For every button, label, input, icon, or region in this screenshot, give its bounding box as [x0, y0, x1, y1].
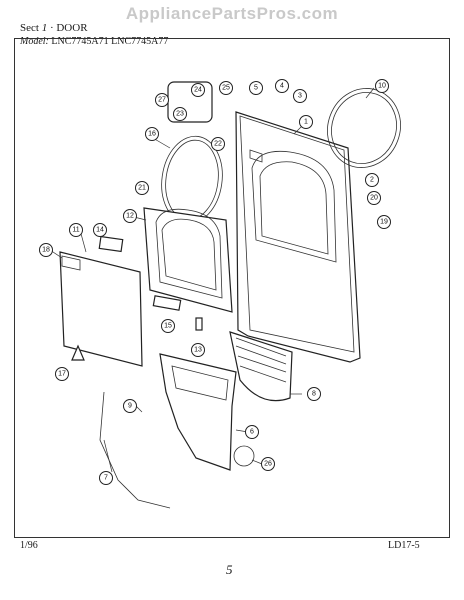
svg-text:17: 17	[58, 371, 66, 378]
svg-text:15: 15	[164, 323, 172, 330]
section-header: Sect 1 · DOOR	[20, 22, 88, 34]
svg-text:9: 9	[128, 403, 132, 410]
callout-6: 6	[245, 425, 259, 439]
callout-12: 12	[123, 209, 137, 223]
model-label: Model:	[20, 36, 49, 47]
filter-mesh	[235, 337, 287, 383]
door-panel-part	[235, 111, 361, 363]
model-numbers: LNC7745A71 LNC7745A77	[51, 36, 169, 47]
callout-14: 14	[93, 223, 107, 237]
sect-title: · DOOR	[49, 22, 88, 34]
diagram-frame	[14, 38, 450, 538]
door-bumper-part	[71, 344, 85, 361]
model-header: Model: LNC7745A71 LNC7745A77	[20, 36, 168, 47]
svg-text:2: 2	[370, 177, 374, 184]
door-trim-part	[98, 235, 124, 253]
svg-text:4: 4	[280, 83, 284, 90]
sect-value: 1	[41, 22, 48, 34]
svg-text:21: 21	[138, 185, 146, 192]
callout-4: 4	[275, 79, 289, 93]
callout-5: 5	[249, 81, 263, 95]
filter-housing-part	[159, 353, 237, 471]
svg-text:14: 14	[96, 227, 104, 234]
svg-text:27: 27	[158, 97, 166, 104]
svg-text:22: 22	[214, 141, 222, 148]
callout-15: 15	[161, 319, 175, 333]
callout-3: 3	[293, 89, 307, 103]
door-catch-part	[195, 317, 203, 331]
callout-25: 25	[219, 81, 233, 95]
svg-text:6: 6	[250, 429, 254, 436]
callout-7: 7	[99, 471, 113, 485]
svg-text:23: 23	[176, 111, 184, 118]
svg-text:11: 11	[72, 227, 79, 234]
svg-text:25: 25	[222, 85, 230, 92]
svg-text:7: 7	[104, 475, 108, 482]
callout-24: 24	[191, 83, 205, 97]
callout-22: 22	[211, 137, 225, 151]
callout-18: 18	[39, 243, 53, 257]
svg-text:24: 24	[194, 87, 202, 94]
svg-text:8: 8	[312, 391, 316, 398]
callout-9: 9	[123, 399, 137, 413]
callout-2: 2	[365, 173, 379, 187]
svg-text:18: 18	[42, 247, 50, 254]
svg-text:16: 16	[148, 131, 156, 138]
callout-16: 16	[145, 127, 159, 141]
svg-text:1: 1	[304, 119, 308, 126]
callout-13: 13	[191, 343, 205, 357]
callout-21: 21	[135, 181, 149, 195]
svg-text:26: 26	[264, 461, 272, 468]
callout-17: 17	[55, 367, 69, 381]
sect-label: Sect	[20, 22, 39, 34]
page-mark: 5	[226, 562, 233, 577]
callout-23: 23	[173, 107, 187, 121]
footer-code: LD17-5	[388, 540, 420, 551]
callout-10: 10	[375, 79, 389, 93]
watermark: AppliancePartsPros.com	[125, 4, 339, 23]
footer-date: 1/96	[20, 540, 38, 551]
callout-11: 11	[69, 223, 83, 237]
svg-text:12: 12	[126, 213, 134, 220]
door-wire-part	[99, 391, 171, 509]
inner-door-frame-part	[143, 207, 233, 313]
svg-text:19: 19	[380, 219, 388, 226]
callout-27: 27	[155, 93, 169, 107]
callout-1: 1	[299, 115, 313, 129]
svg-text:3: 3	[298, 93, 302, 100]
callout-20: 20	[367, 191, 381, 205]
outer-door-panel-part	[59, 251, 143, 367]
callout-26: 26	[261, 457, 275, 471]
callout-8: 8	[307, 387, 321, 401]
svg-text:20: 20	[370, 195, 378, 202]
handle-strip-part	[152, 295, 182, 311]
svg-text:5: 5	[254, 85, 258, 92]
svg-text:10: 10	[378, 83, 386, 90]
gasket-ring-part	[233, 445, 255, 467]
svg-text:13: 13	[194, 347, 202, 354]
callout-19: 19	[377, 215, 391, 229]
